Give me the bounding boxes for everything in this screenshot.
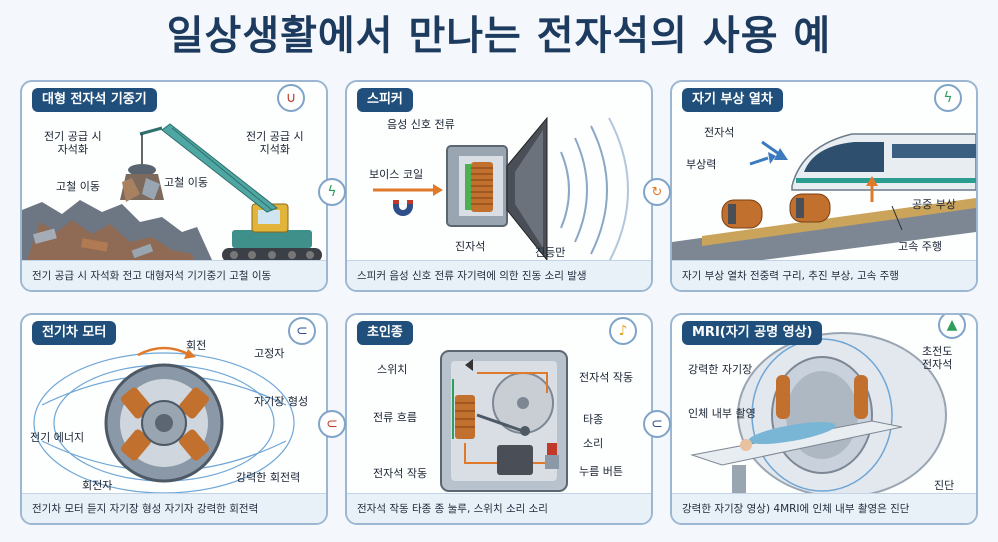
panel-motor: 전기차 모터 회전 고정자 자기장 형성 전기 에너지 회전자 강력한 회전력 … [20,313,328,525]
caption-speaker: 스피커 음성 신호 전류 자기력에 의한 진동 소리 발생 [347,260,651,290]
connector-cycle-badge: ↻ [643,178,671,206]
label-bell-strike: 타종 [583,413,604,426]
caption-mri: 강력한 자기장 영상) 4MRI에 인체 내부 촬영은 진단 [672,493,976,523]
label-bell-current: 전류 흐름 [373,411,417,424]
bell-illustration [440,350,568,492]
panel-maglev: 자기 부상 열차 전자석 부상력 공중 부상 고속 주행 ϟ 자기 부상 열차 … [670,80,978,292]
label-bell-operate2: 전자석 작동 [373,467,428,480]
connector-magnet-badge-1: ⊂ [318,410,346,438]
label-mri-diag: 진단 [934,479,955,492]
lightning-icon: ϟ [327,184,337,200]
label-crane-3: 고철 이동 [56,180,100,193]
label-motor-energy: 전기 에너지 [30,431,85,444]
lightning-badge-maglev: ϟ [934,84,962,112]
label-crane-4: 고철 이동 [164,176,208,189]
label-mri-strong: 강력한 자기장 [688,363,753,376]
label-motor-rotation: 회전 [186,339,207,352]
label-bell-switch: 스위치 [377,363,408,376]
label-speaker-magnet: 진자석 [455,240,486,253]
label-motor-field: 자기장 형성 [254,395,309,408]
label-maglev-lift: 부상력 [686,158,717,171]
connector-magnet-badge-2: ⊂ [643,410,671,438]
label-mri-super: 초전도 전자석 [922,345,953,371]
label-motor-rotor: 회전자 [82,479,113,492]
antenna-badge-mri: ▲ [938,315,966,339]
label-speaker-coil: 보이스 코일 [369,168,424,181]
connector-lightning-badge: ϟ [318,178,346,206]
page-title: 일상생활에서 만나는 전자석의 사용 예 [166,13,832,59]
label-mri-scan: 인체 내부 촬영 [688,407,756,420]
bell-icon: ♪ [618,323,628,339]
label-crane-1: 전기 공급 시 자석화 [44,130,102,156]
caption-bell: 전자석 작동 타종 종 눌루, 스위치 소리 소리 [347,493,651,523]
label-motor-force: 강력한 회전력 [236,471,301,484]
label-maglev-speed: 고속 주행 [898,240,942,253]
panel-title-crane: 대형 전자석 기중기 [32,88,157,112]
speaker-illustration [373,116,629,263]
bell-badge: ♪ [609,317,637,345]
panel-mri: MRI(자기 공명 영상) 강력한 자기장 인체 내부 촬영 초전도 전자석 진… [670,313,978,525]
panel-title-speaker: 스피커 [357,88,413,112]
maglev-illustration [672,133,976,272]
lightning-icon: ϟ [943,90,953,106]
panel-title-motor: 전기차 모터 [32,321,117,345]
label-maglev-electromagnet: 전자석 [704,126,735,139]
label-maglev-float: 공중 부상 [912,198,956,211]
caption-crane: 전기 공급 시 자석화 전고 대형저석 기기중기 고철 이동 [22,260,326,290]
crane-illustration [22,123,322,267]
antenna-icon: ▲ [946,317,958,333]
caption-motor: 전기차 모터 듣지 자기장 형성 자기자 강력한 회전력 [22,493,326,523]
panel-title-mri: MRI(자기 공명 영상) [682,321,823,345]
magnet-icon: ⊂ [326,416,338,432]
magnet-badge-crane: ∪ [277,84,305,112]
label-bell-sound: 소리 [583,437,604,450]
panel-bell: 초인종 스위치 전자석 작동 전류 흐름 타종 소리 전자석 작동 누름 버튼 … [345,313,653,525]
magnet-icon: ⊂ [296,323,308,339]
panel-speaker: 스피커 음성 신호 전류 보이스 코일 진자석 진등만 스피커 음성 신호 전류… [345,80,653,292]
label-motor-stator: 고정자 [254,347,285,360]
label-speaker-signal: 음성 신호 전류 [387,118,455,131]
label-bell-button: 누름 버튼 [579,465,623,478]
panel-crane: 대형 전자석 기중기 전기 공급 시 자석화 전기 공급 시 지석화 고철 이동… [20,80,328,292]
magnet-icon: ⊂ [651,416,663,432]
panel-title-bell: 초인종 [357,321,413,345]
label-bell-operate1: 전자석 작동 [579,371,634,384]
magnet-icon: ∪ [285,90,297,106]
label-speaker-cone: 진등만 [535,246,566,259]
mri-illustration [690,332,947,498]
caption-maglev: 자기 부상 열차 전중력 구리, 추진 부상, 고속 주행 [672,260,976,290]
cycle-icon: ↻ [651,184,663,200]
motor-illustration [33,346,295,494]
label-crane-2: 전기 공급 시 지석화 [246,130,304,156]
magnet-badge-motor: ⊂ [288,317,316,345]
panel-title-maglev: 자기 부상 열차 [682,88,783,112]
